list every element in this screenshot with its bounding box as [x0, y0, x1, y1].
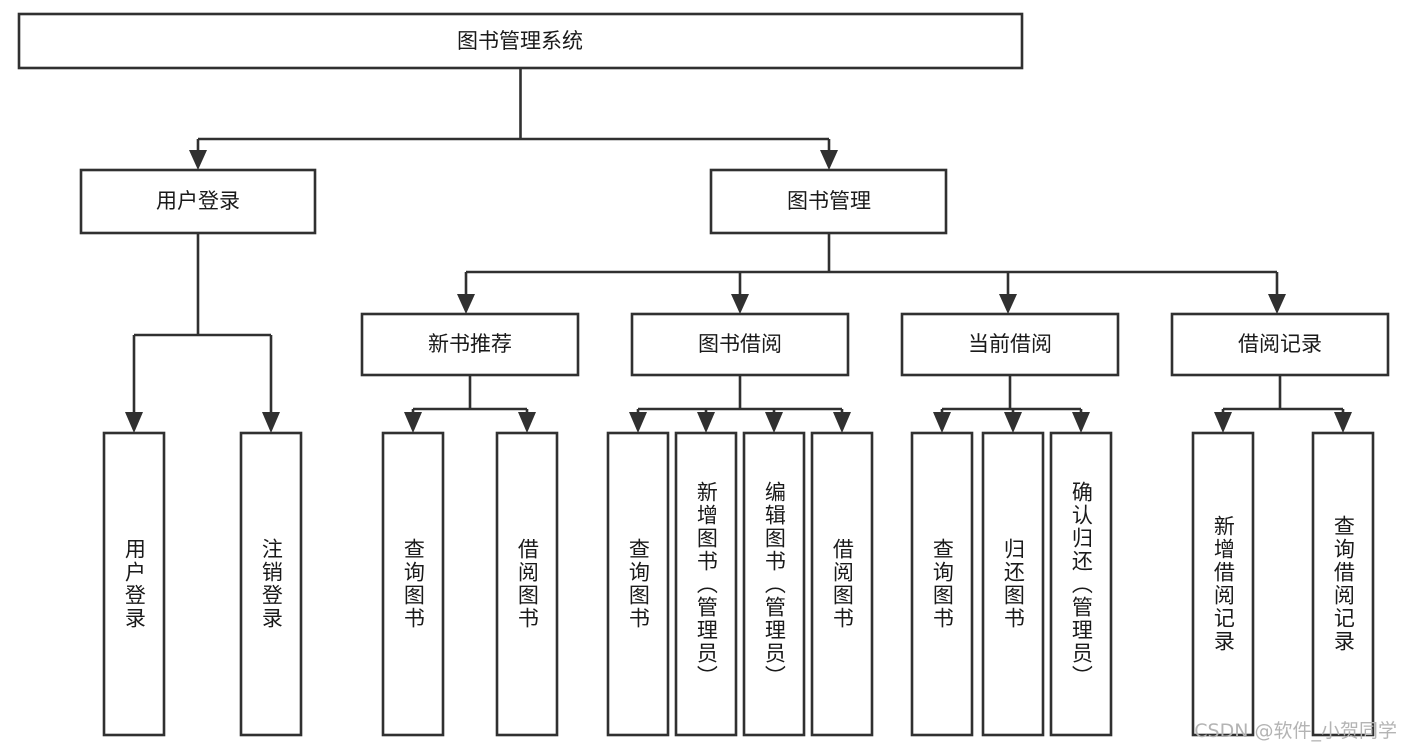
node-root-box[interactable] [17, 12, 1024, 70]
connector-group-user-login [125, 233, 280, 433]
node-new-book-recommend-box[interactable] [360, 312, 580, 377]
node-user-login[interactable]: 用户登录 [79, 168, 317, 235]
node-leaf-query-book-1-box[interactable] [381, 431, 445, 737]
connector-group-borrow-record [1214, 375, 1352, 433]
node-leaf-confirm-return-box[interactable] [1049, 431, 1113, 737]
node-current-borrow[interactable]: 当前借阅 [900, 312, 1120, 377]
node-user-login-label: 用户登录 [156, 189, 240, 213]
node-leaf-query-book-3-box[interactable] [910, 431, 974, 737]
arrowhead-leaf-query-book-2 [629, 412, 647, 433]
csdn-watermark: CSDN @软件_小贺同学 [1194, 720, 1397, 742]
arrowhead-current-borrow [999, 294, 1017, 314]
node-leaf-logout-box[interactable] [239, 431, 303, 737]
node-leaf-user-login-box[interactable] [102, 431, 166, 737]
arrowhead-leaf-return-book [1004, 412, 1022, 433]
arrowhead-leaf-confirm-return [1072, 412, 1090, 433]
node-leaf-borrow-book-1-box[interactable] [495, 431, 559, 737]
connector-group-book-management [457, 233, 1286, 314]
arrowhead-user-login [189, 150, 207, 170]
node-root[interactable]: 图书管理系统 [17, 12, 1024, 70]
arrowhead-leaf-add-book [697, 412, 715, 433]
node-current-borrow-box[interactable] [900, 312, 1120, 377]
arrowhead-leaf-logout [262, 412, 280, 433]
node-leaf-query-book-2-box[interactable] [606, 431, 670, 737]
arrowhead-leaf-borrow-book-2 [833, 412, 851, 433]
arrowhead-leaf-user-login [125, 412, 143, 433]
node-book-borrow-label: 图书借阅 [698, 332, 782, 356]
node-current-borrow-label: 当前借阅 [968, 332, 1052, 356]
node-book-borrow-box[interactable] [630, 312, 850, 377]
arrowhead-leaf-query-book-3 [933, 412, 951, 433]
arrowhead-leaf-add-record [1214, 412, 1232, 433]
node-new-book-recommend[interactable]: 新书推荐 [360, 312, 580, 377]
arrowhead-leaf-query-record [1334, 412, 1352, 433]
node-leaf-edit-book-box[interactable] [742, 431, 806, 737]
arrowhead-new-book-recommend [457, 294, 475, 314]
node-leaf-add-book-box[interactable] [674, 431, 738, 737]
node-borrow-record-label: 借阅记录 [1238, 332, 1322, 356]
arrowhead-leaf-borrow-book-1 [518, 412, 536, 433]
arrowhead-book-management [820, 150, 838, 170]
arrowhead-borrow-record [1268, 294, 1286, 314]
arrowhead-leaf-query-book-1 [404, 412, 422, 433]
node-book-management[interactable]: 图书管理 [709, 168, 948, 235]
arrowhead-leaf-edit-book [765, 412, 783, 433]
node-new-book-recommend-label: 新书推荐 [428, 332, 512, 356]
node-book-borrow[interactable]: 图书借阅 [630, 312, 850, 377]
node-user-login-box[interactable] [79, 168, 317, 235]
connector-group-book-borrow [629, 375, 851, 433]
node-root-label: 图书管理系统 [457, 29, 583, 53]
node-leaf-query-record-box[interactable] [1311, 431, 1375, 737]
node-borrow-record-box[interactable] [1170, 312, 1390, 377]
connector-group-new-book-recommend [404, 375, 536, 433]
node-leaf-add-record-box[interactable] [1191, 431, 1255, 737]
node-book-management-box[interactable] [709, 168, 948, 235]
arrowhead-book-borrow [731, 294, 749, 314]
connector-group-current-borrow [933, 375, 1090, 433]
node-borrow-record[interactable]: 借阅记录 [1170, 312, 1390, 377]
connector-group-root [189, 68, 838, 170]
node-book-management-label: 图书管理 [787, 189, 871, 213]
node-leaf-return-book-box[interactable] [981, 431, 1045, 737]
node-leaf-borrow-book-2-box[interactable] [810, 431, 874, 737]
